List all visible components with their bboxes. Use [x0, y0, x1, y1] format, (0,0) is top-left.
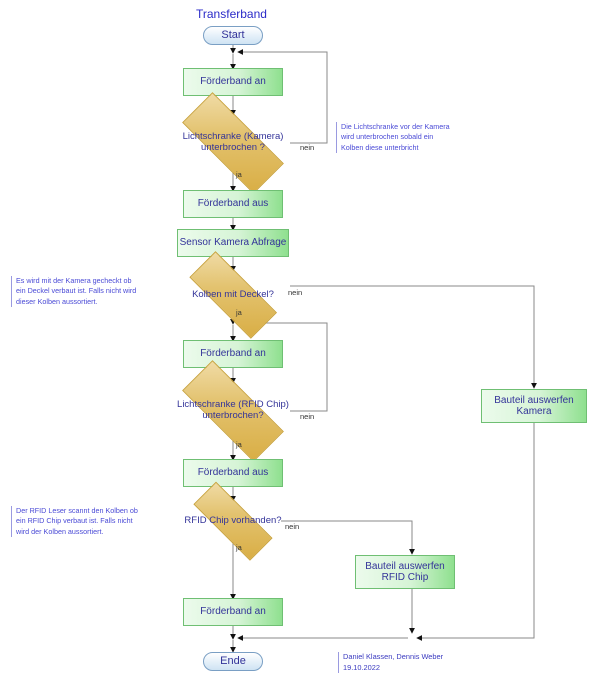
note-lid: Es wird mit der Kamera gecheckt ob ein D…	[11, 276, 142, 308]
node-end[interactable]: Ende	[203, 652, 263, 671]
node-start[interactable]: Start	[203, 26, 263, 45]
node-label: Lichtschranke (RFID Chip) unterbrochen?	[177, 399, 289, 421]
node-label: RFID Chip vorhanden?	[184, 514, 282, 526]
signature-date: 19.10.2022	[343, 662, 380, 672]
signature-block: Daniel Klassen, Dennis Weber 19.10.2022	[338, 652, 473, 674]
node-conveyor-on-3[interactable]: Förderband an	[183, 598, 283, 626]
edge-label-nein-1: nein	[300, 143, 315, 152]
node-rfid-chip-present[interactable]: RFID Chip vorhanden?	[178, 481, 288, 561]
node-lightbarrier-camera[interactable]: Lichtschranke (Kamera) unterbrochen ?	[163, 92, 303, 194]
node-conveyor-on-2[interactable]: Förderband an	[183, 340, 283, 368]
edge-label-nein-2: nein	[288, 288, 303, 297]
node-label: Lichtschranke (Kamera) unterbrochen ?	[182, 131, 284, 153]
edge-label-nein-4: nein	[285, 522, 300, 531]
note-camera: Die Lichtschranke vor der Kamera wird un…	[336, 122, 451, 154]
signature-authors: Daniel Klassen, Dennis Weber	[343, 652, 444, 661]
node-conveyor-off-1[interactable]: Förderband aus	[183, 190, 283, 218]
edge-label-ja-1: ja	[236, 170, 242, 179]
node-lightbarrier-rfid[interactable]: Lichtschranke (RFID Chip) unterbrochen?	[163, 360, 303, 462]
edge-label-ja-3: ja	[236, 440, 242, 449]
node-eject-camera[interactable]: Bauteil auswerfen Kamera	[481, 389, 587, 423]
node-sensor-camera-query[interactable]: Sensor Kamera Abfrage	[177, 229, 289, 257]
node-conveyor-off-2[interactable]: Förderband aus	[183, 459, 283, 487]
node-piston-with-lid[interactable]: Kolben mit Deckel?	[173, 251, 293, 339]
node-label: Kolben mit Deckel?	[192, 288, 274, 300]
note-rfid: Der RFID Leser scannt den Kolben ob ein …	[11, 506, 142, 538]
edge-label-nein-3: nein	[300, 412, 315, 421]
node-eject-rfid[interactable]: Bauteil auswerfen RFID Chip	[355, 555, 455, 589]
node-conveyor-on-1[interactable]: Förderband an	[183, 68, 283, 96]
edge-label-ja-2: ja	[236, 308, 242, 317]
diagram-title: Transferband	[196, 7, 267, 21]
edge-label-ja-4: ja	[236, 543, 242, 552]
